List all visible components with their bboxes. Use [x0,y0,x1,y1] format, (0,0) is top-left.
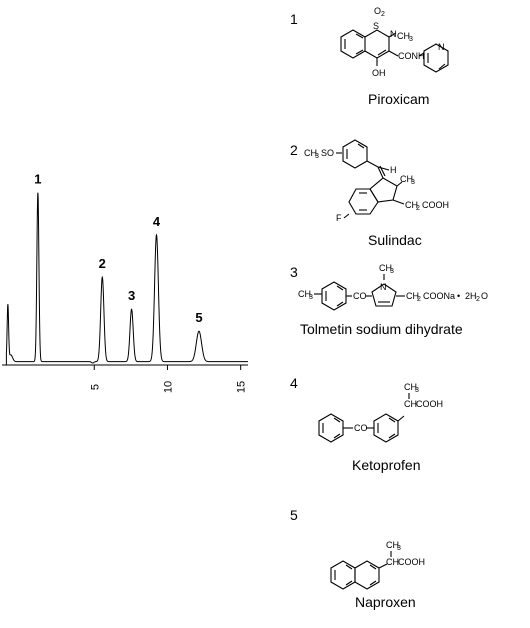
chem-label: CO [354,423,368,433]
compound-number: 5 [290,507,298,523]
chem-label: F [336,213,342,223]
compound-piroxicam: 1 O 2 S N CH 3 CONH N [290,6,449,107]
chem-label: 2 [417,296,421,303]
chromatogram: 5 10 15 1 2 3 4 5 [2,172,248,393]
ketoprofen-structure: CO CH COOH CH 3 [318,382,443,443]
chem-label: CH [298,289,311,299]
chem-label: 3 [411,179,415,186]
peak-label: 4 [153,214,161,229]
chem-label: COOH [398,557,425,567]
compound-name: Tolmetin sodium dihydrate [300,321,463,337]
piroxicam-structure: O 2 S N CH 3 CONH N OH [340,6,449,78]
chem-label: COOH [416,399,443,409]
peak-label: 2 [99,256,106,271]
compound-sulindac: 2 CH 3 SO H CH 3 CH 2 COOH [290,139,449,248]
chem-label: 2 [416,205,420,212]
naproxen-structure: CH COOH CH 3 [330,540,425,590]
peak-label: 3 [128,288,135,303]
chem-label: 2 [476,296,480,303]
peak-labels: 1 2 3 4 5 [34,172,202,326]
chem-label: 2H [465,291,477,301]
chem-label: 3 [309,294,313,301]
chem-label: 2 [381,11,385,18]
chem-label: CH [397,31,410,41]
peak-label: 1 [34,172,41,187]
chem-label: CH [304,148,317,158]
compound-number: 2 [290,142,298,158]
chem-label: N [380,282,387,292]
chem-label: CH [404,399,417,409]
x-tick-label: 15 [236,381,248,393]
chem-label: CH [386,540,399,550]
tolmetin-structure: CH 3 CO N CH 3 CH 2 COONa • 2H 2 O [298,263,488,311]
compound-name: Sulindac [368,232,422,248]
sulindac-structure: CH 3 SO H CH 3 CH 2 COOH [304,139,449,223]
chem-label: CO [353,291,367,301]
compound-naproxen: 5 CH COOH CH 3 Naproxen [290,507,425,610]
x-tick-label: 5 [89,384,101,390]
peak-label: 5 [195,310,202,325]
compound-ketoprofen: 4 CO CH COOH CH 3 Ketoprofen [290,375,443,473]
chem-label: CH [405,200,418,210]
compound-number: 3 [290,264,298,280]
compound-name: Naproxen [355,594,416,610]
chromatogram-trace [2,192,248,366]
chem-label: S [373,21,379,31]
chem-label: COOH [422,200,449,210]
chem-label: • [457,291,460,301]
compound-name: Piroxicam [368,91,429,107]
chem-label: 3 [315,153,319,160]
chem-label: 3 [415,387,419,394]
chem-label: COONa [423,291,455,301]
chem-label: SO [321,148,334,158]
chem-label: CH [406,291,419,301]
chem-label: 3 [409,36,413,43]
chem-label: N [390,29,397,39]
compound-number: 1 [290,11,298,27]
compound-number: 4 [290,375,298,391]
compound-name: Ketoprofen [352,457,421,473]
chem-label: OH [372,68,386,78]
chem-label: N [438,42,445,52]
x-tick-label: 10 [162,381,174,393]
x-axis-ticks: 5 10 15 [89,365,248,393]
chem-label: CONH [398,51,425,61]
chem-label: 3 [397,545,401,552]
chem-label: O [481,291,488,301]
chem-label: CH [379,263,392,273]
chem-label: O [374,6,381,16]
chem-label: CH [404,382,417,392]
chem-label: H [390,165,397,175]
chem-label: CH [400,174,413,184]
chem-label: 3 [390,268,394,275]
compound-tolmetin: 3 CH 3 CO N CH 3 CH 2 COONa • 2H [290,263,488,337]
chem-label: CH [386,557,399,567]
